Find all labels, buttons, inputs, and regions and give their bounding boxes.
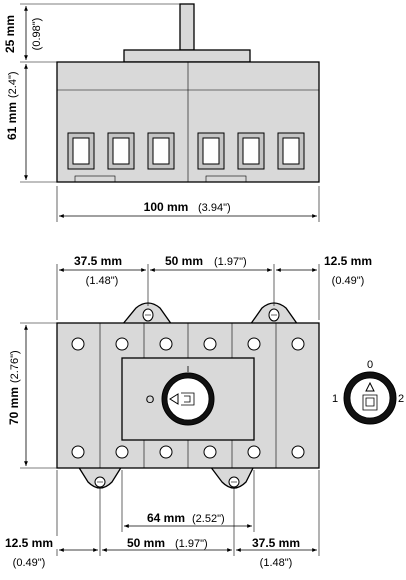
dim-height-inch: (2.76") [9, 350, 21, 383]
dim-upper-mid-mm: 50 mm [165, 254, 203, 268]
dim-25mm-label: 25 mm [3, 15, 17, 53]
dim-upper-mid-inch: (1.97") [214, 256, 247, 268]
dim-25mm-inch: (0.98") [31, 18, 43, 51]
dim-mount-inch: (2.52") [192, 513, 225, 525]
switch-position-o: O [146, 394, 155, 406]
knob-position-2: 2 [398, 393, 404, 405]
dim-lower-left-inch: (0.49") [13, 557, 46, 569]
dim-100mm-label: 100 mm [144, 200, 189, 214]
switch-symbol [169, 393, 179, 405]
shaft [179, 3, 195, 51]
dim-100mm-inch: (3.94") [198, 202, 231, 214]
top-view: 25 mm (0.98") 61 mm (2.4") 100 mm (3.94"… [3, 3, 320, 222]
dim-61mm-inch: (2.4") [7, 71, 19, 98]
dim-lower-right-inch: (1.48") [260, 557, 293, 569]
dim-upper-right-inch: (0.49") [332, 275, 365, 287]
dim-lower-right-mm: 37.5 mm [252, 536, 300, 550]
knob-view: 0 1 2 [332, 359, 404, 425]
dim-upper-right-mm: 12.5 mm [324, 254, 372, 268]
bottom-terminal-holes [71, 445, 305, 459]
top-terminal-holes [71, 337, 305, 351]
dim-height-mm: 70 mm [7, 387, 21, 425]
knob-position-1: 1 [332, 393, 338, 405]
dim-lower-left-mm: 12.5 mm [5, 536, 53, 550]
dim-lower-mid-inch: (1.97") [175, 538, 208, 550]
dim-mount-mm: 64 mm [147, 511, 185, 525]
terminal-slots [67, 132, 305, 170]
top-step [123, 49, 251, 63]
knob-position-0: 0 [367, 359, 373, 371]
dim-61mm-label: 61 mm [5, 102, 19, 140]
dim-upper-left-mm: 37.5 mm [74, 254, 122, 268]
dim-lower-mid-mm: 50 mm [127, 536, 165, 550]
dim-upper-left-inch: (1.48") [86, 275, 119, 287]
front-view: O 37.5 mm (1.48") 50 mm (1.97") 12.5 mm … [2, 254, 372, 569]
knob-arrow-icon [365, 381, 375, 392]
